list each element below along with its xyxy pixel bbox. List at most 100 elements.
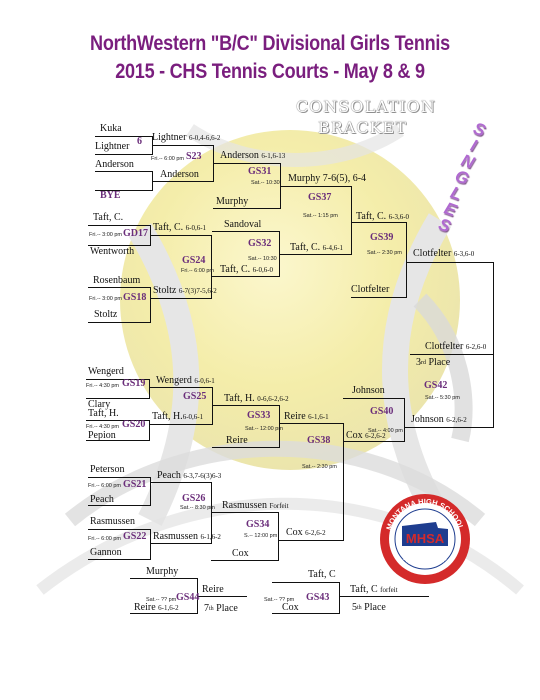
match-time: Fri.-- 3:00 pm: [89, 232, 123, 238]
winner-name: Clotfelter 6-2,6-0: [425, 341, 487, 352]
winner-name: Taft, C. 6-0,6-0: [220, 264, 274, 275]
match-time: Fri.-- 6:00 pm: [88, 483, 122, 489]
game-id: GS33: [247, 410, 271, 421]
player-name: BYE: [100, 190, 121, 201]
game-id: GS34: [246, 519, 270, 530]
game-id: GS32: [248, 238, 272, 249]
winner-name: Cox 6-2,6-2: [346, 430, 386, 441]
game-id: GS25: [183, 391, 207, 402]
mhsa-logo: MONTANA HIGH SCHOOL MHSA ASSOCIATION: [380, 494, 470, 584]
winner-name: Anderson: [160, 169, 199, 180]
page-subtitle: 2015 - CHS Tennis Courts - May 8 & 9: [115, 60, 425, 83]
player-name: Murphy: [216, 196, 249, 207]
game-id: GS38: [307, 435, 331, 446]
player-name: Wengerd: [88, 366, 124, 377]
game-id: GS43: [306, 592, 330, 603]
game-id: GS22: [123, 531, 147, 542]
logo-center-text: MHSA: [406, 531, 445, 546]
game-id: GS40: [370, 406, 394, 417]
player-name: Peach: [90, 494, 114, 505]
match-time: Fri.-- 6:00 pm: [88, 536, 122, 542]
game-id: GS20: [122, 419, 146, 430]
game-id: GS18: [123, 292, 147, 303]
winner-name: Cox 6-2,6-2: [286, 527, 326, 538]
winner-name: Johnson 6-2,6-2: [411, 414, 467, 425]
match-time: Sat.-- 2:30 pm: [367, 250, 402, 256]
player-name: Wentworth: [90, 246, 135, 257]
player-name: Peterson: [90, 464, 125, 475]
place-label: 7th Place: [204, 603, 238, 614]
winner-name: Reire: [202, 584, 224, 595]
match-time: Fri.-- 4:30 pm: [86, 424, 120, 430]
winner-name: Taft, C. 6-4,6-1: [290, 242, 344, 253]
winner-name: Taft, C forfeit: [350, 584, 398, 595]
winner-name: Anderson 6-1,6-13: [220, 150, 286, 161]
player-name: Gannon: [90, 547, 122, 558]
match-time: Sat.-- 8:30 pm: [180, 505, 215, 511]
match-time: Sat.-- ?? pm: [146, 597, 177, 603]
game-id: S23: [186, 151, 202, 162]
player-name: Johnson: [352, 385, 385, 396]
bracket-type-line2: BRACKET: [318, 118, 407, 137]
match-time: Sat.-- 10:30: [248, 256, 277, 262]
player-name: Clary: [88, 399, 111, 410]
winner-name: Lightner 6-0,4-6,6-2: [152, 132, 221, 143]
player-name: Stoltz: [94, 309, 118, 320]
match-time: Sat.-- 4:00 pm: [368, 428, 403, 434]
player-name: Clotfelter: [351, 284, 390, 295]
match-time: Fri.-- 6:00 pm: [151, 156, 185, 162]
winner-name: Wengerd 6-0,6-1: [156, 375, 215, 386]
match-time: Sat.-- 2:30 pm: [302, 464, 337, 470]
player-name: Pepion: [88, 430, 116, 441]
montana-state-icon: [402, 522, 448, 546]
winner-name: Taft, C. 6-0,6-1: [153, 222, 207, 233]
winner-name: Murphy 7-6(5), 6-4: [288, 173, 367, 184]
game-id: GS37: [308, 192, 332, 203]
player-name: Rosenbaum: [93, 275, 141, 286]
place-label: 3rd Place: [416, 357, 451, 368]
game-id: 6: [137, 136, 142, 147]
place-label: 5th Place: [352, 602, 386, 613]
game-id: GS31: [248, 166, 272, 177]
player-name: Taft, H.: [88, 408, 119, 419]
winner-name: Taft, C. 6-3,6-0: [356, 211, 410, 222]
bracket-type-line1: CONSOLATION: [296, 97, 436, 116]
player-name: Taft, C: [308, 569, 336, 580]
winner-name: Rasmussen Forfeit: [222, 500, 289, 511]
match-time: Fri.-- 6:00 pm: [181, 268, 215, 274]
match-time: Sat.-- 1:15 pm: [303, 213, 338, 219]
player-name: Reire: [226, 435, 248, 446]
page-title: NorthWestern "B/C" Divisional Girls Tenn…: [90, 32, 450, 55]
player-name: Murphy: [146, 566, 179, 577]
game-id: GS19: [122, 378, 146, 389]
winner-name: Clotfelter 6-3,6-0: [413, 248, 475, 259]
match-time: Sat.-- 10:30: [251, 180, 280, 186]
game-id: GS24: [182, 255, 206, 266]
game-id: GS42: [424, 380, 448, 391]
player-name: Lightner: [95, 141, 130, 152]
winner-name: Peach 6-3,7-6(3)6-3: [157, 470, 222, 481]
match-time: S.-- 12:00 pm: [244, 533, 278, 539]
winner-name: Stoltz 6-7(3)7-5,6-2: [153, 285, 217, 296]
match-time: Fri.-- 3:00 pm: [89, 296, 123, 302]
player-name: Kuka: [100, 123, 122, 134]
game-id: GS39: [370, 232, 394, 243]
player-name: Sandoval: [224, 219, 262, 230]
match-time: Sat.-- 5:30 pm: [425, 395, 460, 401]
match-time: Sat.-- ?? pm: [264, 597, 295, 603]
player-name: Rasmussen: [90, 516, 135, 527]
match-time: Sat.-- 12:00 pm: [245, 426, 283, 432]
game-id: GS44: [176, 592, 200, 603]
game-id: GS26: [182, 493, 206, 504]
player-name: Anderson: [95, 159, 134, 170]
game-id: GS21: [123, 479, 147, 490]
winner-name: Taft, H.6-0,6-1: [152, 411, 204, 422]
winner-name: Taft, H. 0-6,6-2,6-2: [224, 393, 289, 404]
match-time: Fri.-- 4:30 pm: [86, 383, 120, 389]
player-name: Cox: [232, 548, 249, 559]
player-name: Reire 6-1,6-2: [134, 602, 179, 613]
player-name: Cox: [282, 602, 299, 613]
game-id: GD17: [123, 228, 148, 239]
winner-name: Reire 6-1,6-1: [284, 411, 329, 422]
